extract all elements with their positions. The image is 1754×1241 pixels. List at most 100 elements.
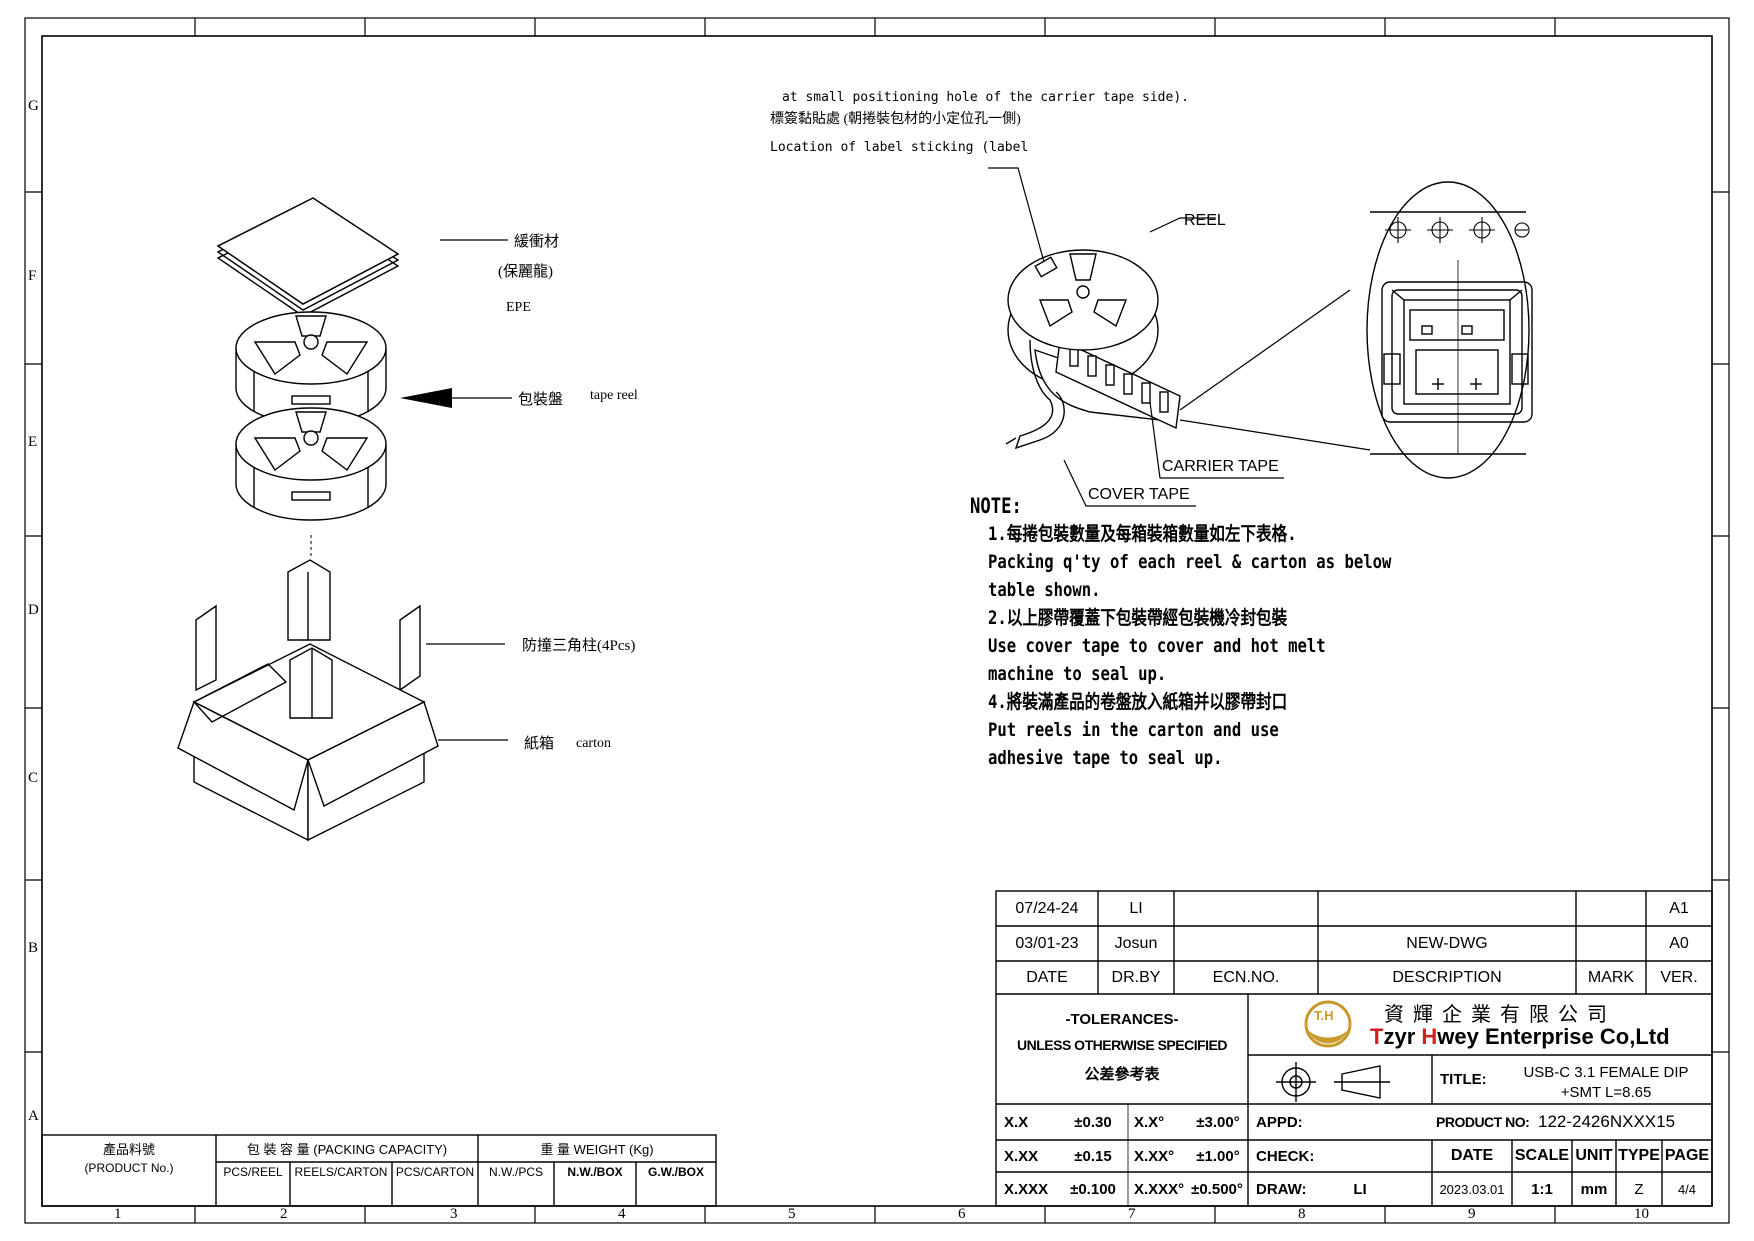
value-date: 2023.03.01 xyxy=(1439,1181,1505,1197)
appd-label: APPD: xyxy=(1256,1113,1303,1131)
zone-col-7: 7 xyxy=(1128,1206,1136,1222)
header-date: DATE xyxy=(1450,1147,1494,1164)
inner-frame xyxy=(41,35,1713,1207)
nw-box-header: N.W./BOX xyxy=(567,1165,623,1179)
reel-label-en: tape reel xyxy=(590,388,638,403)
epe-cushion-illustration xyxy=(216,197,400,317)
zone-col-6: 6 xyxy=(958,1206,966,1222)
cushion-label-cn2: (保麗龍) xyxy=(498,264,553,280)
pcs-reel-header: PCS/REEL xyxy=(223,1165,283,1179)
header-page: PAGE xyxy=(1664,1147,1710,1164)
rev-2-desc: NEW-DWG xyxy=(1406,934,1488,952)
company-name-en: Tzyr Hwey Enterprise Co,Ltd xyxy=(1370,1024,1670,1050)
label-location-line2: 標簽黏貼處 (朝捲裝包材的小定位孔一側) xyxy=(770,112,1021,127)
note-line-3: table shown. xyxy=(988,579,1101,601)
draw-name: LI xyxy=(1353,1180,1367,1198)
product-no-value: 122-2426NXXX15 xyxy=(1538,1112,1676,1131)
corner-post-label: 防撞三角柱(4Pcs) xyxy=(522,638,636,654)
pcs-carton-header: PCS/CARTON xyxy=(395,1165,475,1179)
outer-frame xyxy=(24,17,1730,1224)
reel-with-tape-illustration xyxy=(1005,249,1181,450)
tol-linear-2: X.XX xyxy=(1004,1147,1039,1165)
zone-col-2: 2 xyxy=(280,1206,288,1222)
note-line-5: Use cover tape to cover and hot melt xyxy=(988,635,1326,657)
label-location-line1: at small positioning hole of the carrier… xyxy=(782,90,1189,105)
zone-col-5: 5 xyxy=(788,1206,796,1222)
zone-col-9: 9 xyxy=(1468,1206,1476,1222)
weight-header: 重 量 WEIGHT (Kg) xyxy=(540,1142,654,1157)
company-name-en-h: H xyxy=(1421,1024,1438,1049)
value-unit: mm xyxy=(1580,1180,1608,1198)
rev-1-date: 07/24-24 xyxy=(1015,899,1079,917)
rev-header-mark: MARK xyxy=(1587,968,1635,986)
tol-linear-3-value: ±0.100 xyxy=(1070,1180,1116,1198)
zone-col-8: 8 xyxy=(1298,1206,1306,1222)
rev-header-ecn: ECN.NO. xyxy=(1212,968,1280,986)
company-logo-icon xyxy=(1304,1000,1352,1048)
tolerance-title: -TOLERANCES- xyxy=(1065,1010,1179,1028)
tolerance-subtitle: UNLESS OTHERWISE SPECIFIED xyxy=(1017,1037,1228,1053)
title-line-1: USB-C 3.1 FEMALE DIP xyxy=(1523,1063,1689,1081)
rev-1-drby: LI xyxy=(1129,899,1143,917)
tol-linear-2-value: ±0.15 xyxy=(1074,1147,1112,1165)
tol-angle-2: X.XX° xyxy=(1134,1147,1175,1165)
packing-capacity-header: 包 裝 容 量 (PACKING CAPACITY) xyxy=(246,1142,448,1157)
reel-label-cn: 包裝盤 xyxy=(518,392,564,408)
zone-row-d: D xyxy=(28,602,39,618)
zone-row-a: A xyxy=(28,1108,39,1124)
carrier-tape-detail-illustration xyxy=(1366,181,1533,479)
nw-pcs-header: N.W./PCS xyxy=(488,1165,543,1179)
rev-2-ver: A0 xyxy=(1669,934,1689,952)
rev-1-ver: A1 xyxy=(1669,899,1689,917)
carton-label-en: carton xyxy=(576,736,611,751)
rev-header-ver: VER. xyxy=(1660,968,1698,986)
note-line-4: 2.以上膠帶覆蓋下包裝帶經包裝機冷封包裝 xyxy=(988,607,1288,629)
gw-box-header: G.W./BOX xyxy=(647,1165,704,1179)
tol-linear-3: X.XXX xyxy=(1004,1180,1049,1198)
rev-header-drby: DR.BY xyxy=(1111,968,1161,986)
note-title: NOTE: xyxy=(970,494,1022,518)
cushion-label-en: EPE xyxy=(506,300,531,315)
reels-carton-header: REELS/CARTON xyxy=(294,1165,388,1179)
note-line-6: machine to seal up. xyxy=(988,663,1167,685)
note-line-1: 1.每捲包裝數量及每箱裝箱數量如左下表格. xyxy=(988,523,1297,545)
product-no-en: (PRODUCT No.) xyxy=(84,1161,174,1175)
cushion-label-cn: 緩衝材 xyxy=(514,234,560,250)
value-page: 4/4 xyxy=(1677,1181,1697,1197)
zone-col-10: 10 xyxy=(1634,1206,1649,1222)
zone-row-c: C xyxy=(28,770,39,786)
tol-angle-3-value: ±0.500° xyxy=(1191,1180,1243,1198)
reel-callout: REEL xyxy=(1184,212,1226,229)
value-scale: 1:1 xyxy=(1531,1180,1553,1198)
header-type: TYPE xyxy=(1618,1147,1660,1164)
rev-header-desc: DESCRIPTION xyxy=(1392,968,1502,986)
product-no-label: PRODUCT NO: xyxy=(1436,1114,1530,1130)
tol-angle-1: X.X° xyxy=(1134,1113,1165,1131)
carrier-tape-callout: CARRIER TAPE xyxy=(1162,458,1279,475)
product-no-cn: 產品料號 xyxy=(102,1141,155,1157)
rev-2-date: 03/01-23 xyxy=(1015,934,1079,952)
title-label: TITLE: xyxy=(1440,1070,1487,1088)
company-name-en-rest: wey Enterprise Co,Ltd xyxy=(1437,1024,1670,1049)
label-location-line3: Location of label sticking (label xyxy=(770,140,1029,155)
value-type: Z xyxy=(1634,1180,1644,1198)
rev-2-drby: Josun xyxy=(1114,934,1158,952)
note-line-2: Packing q'ty of each reel & carton as be… xyxy=(988,551,1392,573)
zone-row-g: G xyxy=(28,98,39,114)
zone-col-3: 3 xyxy=(450,1206,458,1222)
tape-reel-illustration xyxy=(235,311,387,521)
zone-row-f: F xyxy=(28,268,37,284)
tolerance-cn: 公差參考表 xyxy=(1084,1065,1160,1083)
check-label: CHECK: xyxy=(1256,1147,1315,1165)
title-line-2: +SMT L=8.65 xyxy=(1560,1083,1652,1101)
tol-angle-1-value: ±3.00° xyxy=(1196,1113,1240,1131)
carton-illustration xyxy=(177,559,439,842)
zone-col-1: 1 xyxy=(114,1206,122,1222)
cover-tape-callout: COVER TAPE xyxy=(1088,486,1190,503)
note-line-7: 4.將裝滿產品的卷盤放入紙箱并以膠帶封口 xyxy=(988,691,1288,713)
note-line-9: adhesive tape to seal up. xyxy=(988,747,1223,769)
tol-angle-3: X.XXX° xyxy=(1134,1180,1185,1198)
draw-label: DRAW: xyxy=(1256,1180,1307,1198)
company-name-en-t: T xyxy=(1370,1024,1384,1049)
carton-label-cn: 紙箱 xyxy=(524,736,555,752)
